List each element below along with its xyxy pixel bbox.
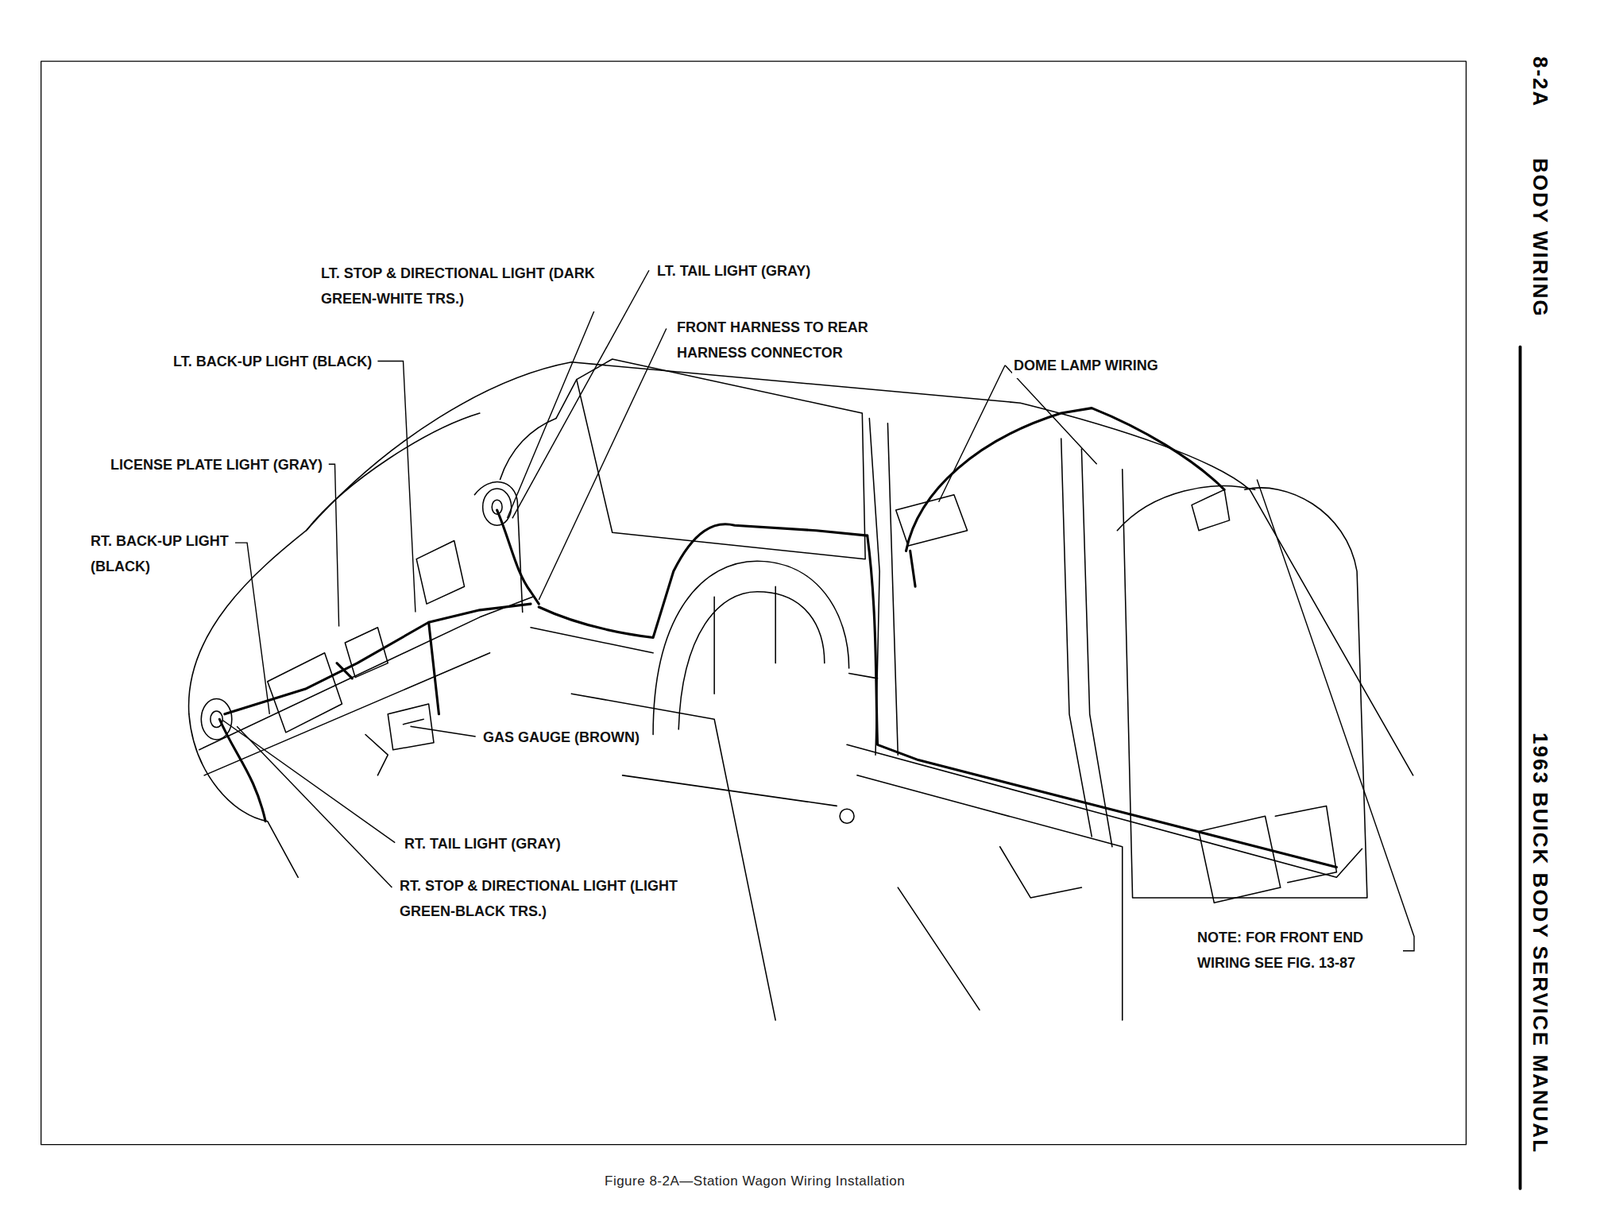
wire-callout: LT. STOP & DIRECTIONAL LIGHT (DARK GREEN… xyxy=(319,260,614,312)
wire-callout: GAS GAUGE (BROWN) xyxy=(481,724,642,750)
reference-note: NOTE: FOR FRONT END WIRING SEE FIG. 13-8… xyxy=(1195,924,1403,976)
wire-callout: LICENSE PLATE LIGHT (GRAY) xyxy=(108,452,325,478)
wire-callout: LT. BACK-UP LIGHT (BLACK) xyxy=(171,348,374,375)
wire-callout: RT. STOP & DIRECTIONAL LIGHT (LIGHT GREE… xyxy=(398,873,688,924)
wire-callout: RT. BACK-UP LIGHT (BLACK) xyxy=(88,528,236,580)
figure-caption: Figure 8-2A—Station Wagon Wiring Install… xyxy=(604,1173,905,1190)
page-number: 8-2A xyxy=(1527,56,1554,108)
wire-callout: LT. TAIL LIGHT (GRAY) xyxy=(655,258,812,284)
wire-callout: FRONT HARNESS TO REAR HARNESS CONNECTOR xyxy=(675,314,924,366)
manual-title: 1963 BUICK BODY SERVICE MANUAL xyxy=(1527,732,1554,1154)
wire-callout: RT. TAIL LIGHT (GRAY) xyxy=(402,830,563,857)
wire-callout: DOME LAMP WIRING xyxy=(1012,352,1160,379)
section-heading: BODY WIRING xyxy=(1527,158,1554,318)
